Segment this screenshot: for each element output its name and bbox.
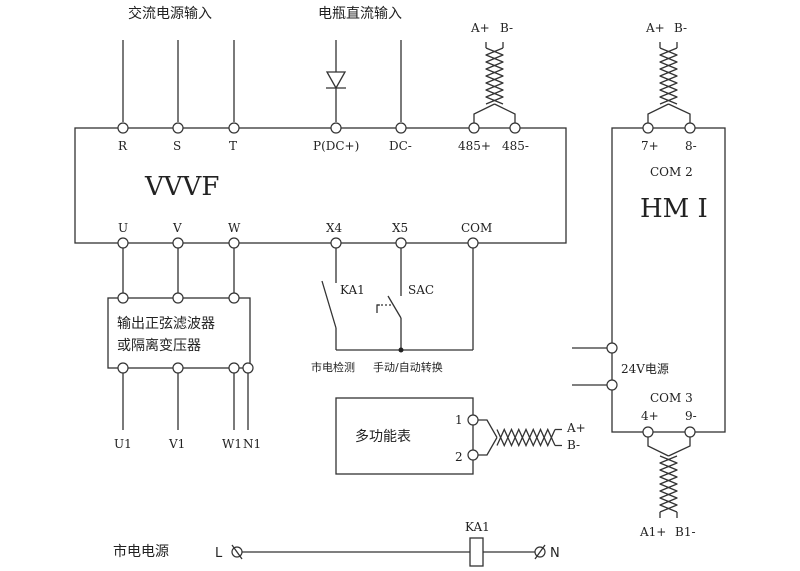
twisted-pair-icon xyxy=(478,419,562,456)
label-9minus: 9- xyxy=(685,409,697,423)
sac-label: SAC xyxy=(408,283,434,297)
terminal-s[interactable] xyxy=(172,122,184,134)
power-label: 24V电源 xyxy=(621,362,669,376)
dc-input-title: 电瓶直流输入 xyxy=(318,5,402,22)
filter-box: 输出正弦滤波器 或隔离变压器 xyxy=(107,297,251,369)
terminal-x4[interactable] xyxy=(330,237,342,249)
label-s: S xyxy=(173,139,181,153)
terminal-x5[interactable] xyxy=(395,237,407,249)
terminal-com[interactable] xyxy=(467,237,479,249)
meter-terminal-1[interactable] xyxy=(467,414,479,426)
twisted-pair-icon xyxy=(647,437,691,518)
terminal-485plus[interactable] xyxy=(468,122,480,134)
caption-manual-auto: 手动/自动转换 xyxy=(373,360,443,374)
hmi-box: HM I COM 2 24V电源 COM 3 xyxy=(611,127,726,433)
com3-b-label: B1- xyxy=(675,525,696,539)
terminal-v[interactable] xyxy=(172,237,184,249)
filter-out-u1[interactable] xyxy=(117,362,129,374)
label-x5: X5 xyxy=(392,221,408,235)
terminal-485minus[interactable] xyxy=(509,122,521,134)
terminal-l[interactable] xyxy=(231,544,243,560)
label-dcminus: DC- xyxy=(389,139,412,153)
terminal-n[interactable] xyxy=(534,544,546,560)
rs485-a-label: A+ xyxy=(470,21,490,35)
mains-label: 市电电源 xyxy=(113,543,169,560)
label-485minus: 485- xyxy=(502,139,529,153)
label-u: U xyxy=(118,221,128,235)
terminal-24v-2[interactable] xyxy=(606,379,618,391)
meter-terminal-1-label: 1 xyxy=(455,413,463,427)
ac-input-title: 交流电源输入 xyxy=(128,5,212,22)
vvvf-label: VVVF xyxy=(144,172,219,202)
junction-dot xyxy=(398,347,404,353)
terminal-4plus[interactable] xyxy=(642,426,654,438)
diode-icon xyxy=(325,71,347,90)
meter-b-label: B- xyxy=(567,438,580,452)
label-n1: N1 xyxy=(243,437,261,451)
label-w: W xyxy=(228,221,241,235)
terminal-p-dcplus[interactable] xyxy=(330,122,342,134)
terminal-dcminus[interactable] xyxy=(395,122,407,134)
terminal-24v-1[interactable] xyxy=(606,342,618,354)
rs485-b-label: B- xyxy=(500,21,513,35)
ka1-coil-icon xyxy=(469,537,484,567)
label-v: V xyxy=(172,221,182,235)
sac-switch-icon[interactable] xyxy=(376,295,402,350)
terminal-u[interactable] xyxy=(117,237,129,249)
meter-terminal-2[interactable] xyxy=(467,449,479,461)
label-x4: X4 xyxy=(326,221,343,235)
terminal-w[interactable] xyxy=(228,237,240,249)
label-8minus: 8- xyxy=(685,139,697,153)
terminal-9minus[interactable] xyxy=(684,426,696,438)
filter-in-v[interactable] xyxy=(172,292,184,304)
label-w1: W1 xyxy=(222,437,242,451)
meter-label: 多功能表 xyxy=(355,428,411,445)
terminal-t[interactable] xyxy=(228,122,240,134)
hmi-label: HM I xyxy=(640,194,708,224)
label-4plus: 4+ xyxy=(641,409,659,423)
filter-line1: 输出正弦滤波器 xyxy=(117,316,215,332)
filter-line2: 或隔离变压器 xyxy=(117,337,201,354)
ka1-label: KA1 xyxy=(340,283,365,297)
com3-a-label: A1+ xyxy=(639,525,666,539)
ka1-coil-label: KA1 xyxy=(465,520,490,534)
com2-b-label: B- xyxy=(674,21,687,35)
com3-label: COM 3 xyxy=(650,391,693,405)
label-p-dcplus: P(DC+) xyxy=(313,139,359,153)
twisted-pair-icon xyxy=(473,42,516,123)
caption-mains-detect: 市电检测 xyxy=(311,360,355,374)
label-com: COM xyxy=(461,221,492,235)
com2-a-label: A+ xyxy=(645,21,665,35)
label-485plus: 485+ xyxy=(458,139,491,153)
label-r: R xyxy=(118,139,128,153)
terminal-r[interactable] xyxy=(117,122,129,134)
meter-terminal-2-label: 2 xyxy=(455,450,463,464)
label-v1: V1 xyxy=(168,437,185,451)
label-u1: U1 xyxy=(114,437,132,451)
vvvf-box: VVVF xyxy=(74,127,567,244)
filter-out-w1[interactable] xyxy=(228,362,240,374)
filter-out-v1[interactable] xyxy=(172,362,184,374)
label-t: T xyxy=(229,139,237,153)
meter-box: 多功能表 1 2 xyxy=(335,397,474,475)
meter-a-label: A+ xyxy=(566,421,586,435)
filter-in-w[interactable] xyxy=(228,292,240,304)
mains-n-label: N xyxy=(550,546,560,561)
filter-out-n1[interactable] xyxy=(242,362,254,374)
label-7plus: 7+ xyxy=(641,139,659,153)
terminal-7plus[interactable] xyxy=(642,122,654,134)
terminal-8minus[interactable] xyxy=(684,122,696,134)
filter-in-u[interactable] xyxy=(117,292,129,304)
twisted-pair-icon xyxy=(647,42,691,123)
mains-l-label: L xyxy=(215,546,223,561)
ka1-contact-icon xyxy=(321,280,337,350)
com2-label: COM 2 xyxy=(650,165,693,179)
